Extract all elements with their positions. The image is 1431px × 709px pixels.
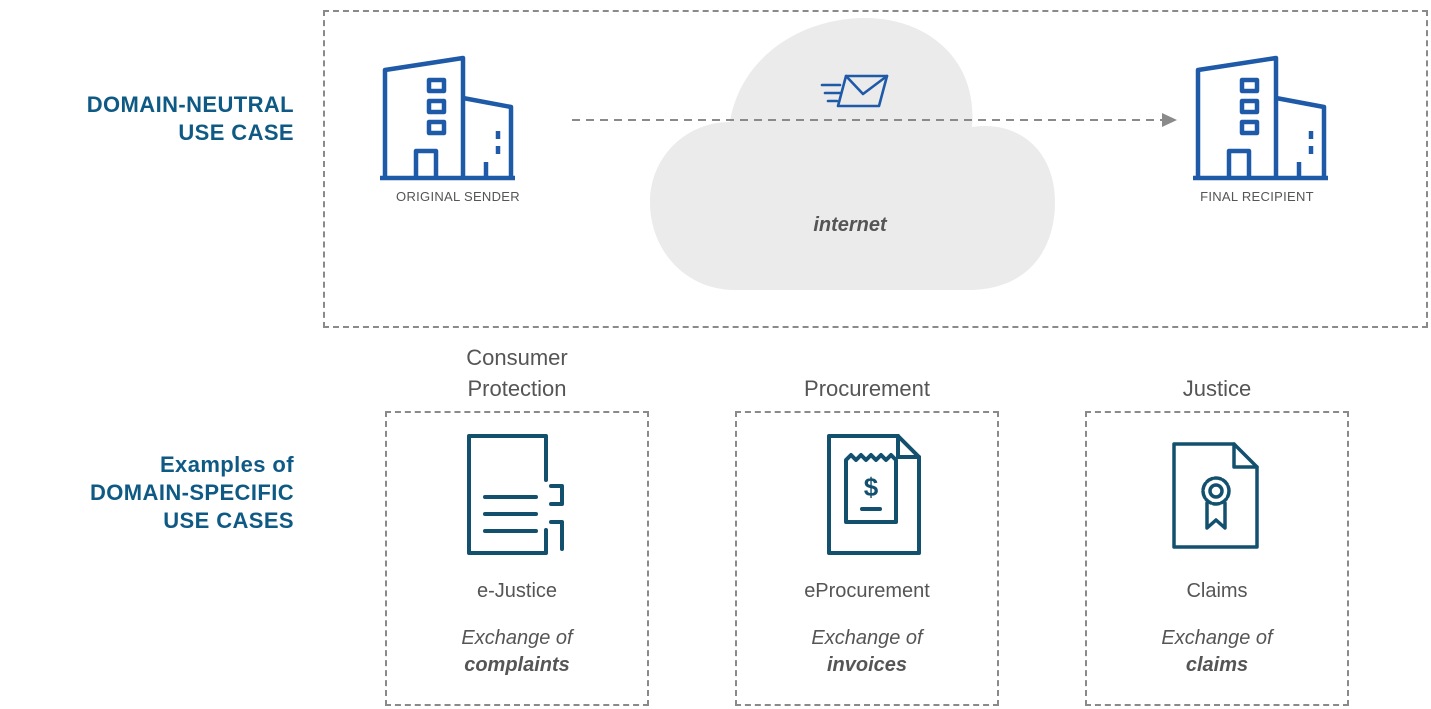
domain-title-justice: Justice bbox=[1085, 373, 1349, 404]
domain-card-consumer-protection bbox=[385, 411, 649, 706]
email-icon bbox=[820, 74, 889, 108]
domain-title-line: Procurement bbox=[804, 376, 930, 401]
card-description-line: Exchange of bbox=[1161, 627, 1273, 649]
card-description: Exchange of complaints bbox=[385, 625, 649, 679]
invoice-icon: $ bbox=[827, 434, 921, 555]
card-description-line: Exchange of bbox=[811, 627, 923, 649]
transfer-arrow bbox=[572, 113, 1177, 127]
card-description: Exchange of claims bbox=[1085, 625, 1349, 679]
heading-line: DOMAIN-NEUTRAL bbox=[86, 92, 294, 117]
recipient-building-icon bbox=[1193, 55, 1328, 181]
domain-title-consumer-protection: Consumer Protection bbox=[385, 342, 649, 404]
heading-line: USE CASE bbox=[178, 120, 294, 145]
heading-line: USE CASES bbox=[163, 508, 294, 533]
card-description-line: claims bbox=[1185, 654, 1249, 676]
domain-title-line: Justice bbox=[1182, 376, 1252, 401]
domain-title-procurement: Procurement bbox=[735, 373, 999, 404]
domain-card-justice bbox=[1085, 411, 1349, 706]
internet-cloud bbox=[650, 18, 1055, 290]
domain-specific-heading: Examples of DOMAIN-SPECIFIC USE CASES bbox=[90, 451, 294, 535]
card-name: eProcurement bbox=[804, 580, 930, 602]
svg-text:$: $ bbox=[864, 472, 879, 502]
certificate-icon bbox=[1172, 442, 1259, 549]
card-name: Claims bbox=[1186, 580, 1248, 602]
domain-neutral-heading: DOMAIN-NEUTRAL USE CASE bbox=[87, 91, 294, 147]
card-description-line: Exchange of bbox=[461, 627, 573, 649]
card-description-line: invoices bbox=[826, 654, 908, 676]
card-description-line: complaints bbox=[464, 654, 570, 676]
heading-line: Examples of bbox=[159, 452, 294, 477]
recipient-label: FINAL RECIPIENT bbox=[1200, 189, 1314, 204]
domain-neutral-box bbox=[323, 10, 1428, 328]
domain-card-procurement bbox=[735, 411, 999, 706]
sender-building-icon bbox=[380, 55, 515, 181]
heading-line: DOMAIN-SPECIFIC bbox=[90, 480, 294, 505]
card-description: Exchange of invoices bbox=[735, 625, 999, 679]
domain-title-line: Protection bbox=[467, 376, 567, 401]
document-icon bbox=[467, 434, 564, 555]
internet-label: internet bbox=[813, 214, 887, 236]
domain-title-line: Consumer bbox=[466, 345, 568, 370]
sender-label: ORIGINAL SENDER bbox=[396, 189, 520, 204]
card-name: e-Justice bbox=[476, 580, 558, 602]
